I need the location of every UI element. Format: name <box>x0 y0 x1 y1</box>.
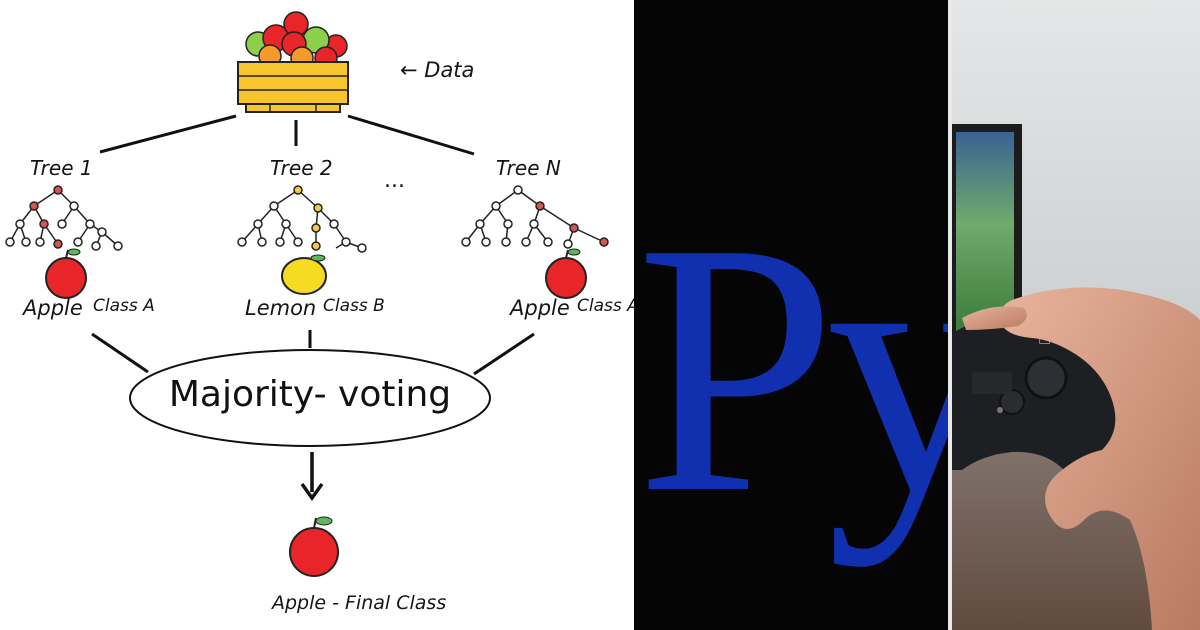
tree-n-label: Tree N <box>496 156 561 180</box>
tree-1-label: Tree 1 <box>30 156 93 180</box>
fruit-crate-icon <box>237 11 349 113</box>
tree-1-graph <box>5 185 123 251</box>
python-logo-panel: Py <box>634 0 948 630</box>
connector-line <box>347 114 475 156</box>
random-forest-diagram: ← Data Tree 1 Tree 2 Tree N ... Apple Cl… <box>5 11 634 614</box>
panel-divider <box>948 0 952 630</box>
arrowhead-icon <box>300 482 324 502</box>
leaf-label: Lemon <box>245 296 317 320</box>
class-label: Class B <box>323 296 385 316</box>
diagram-graphics <box>5 11 609 577</box>
lemon-icon <box>281 254 327 295</box>
apple-icon <box>545 248 587 299</box>
data-label: ← Data <box>400 58 475 82</box>
connector-line <box>91 332 149 374</box>
leaf-label: Apple <box>510 296 570 320</box>
game-controller-photo: ✕ □ <box>952 0 1200 630</box>
tree-2-graph <box>237 185 367 253</box>
photo-illustration: ✕ □ <box>952 0 1200 630</box>
class-label: Class A <box>93 296 155 316</box>
class-label: Class A <box>577 296 634 316</box>
connector-line <box>473 332 535 376</box>
final-class-label: Apple - Final Class <box>272 592 447 614</box>
leaf-label: Apple <box>23 296 83 320</box>
majority-voting-label: Majority- voting <box>168 374 452 415</box>
tree-n-graph <box>461 185 609 249</box>
final-apple-icon <box>289 516 339 577</box>
majority-voting-ellipse <box>129 349 491 447</box>
hand-icon <box>962 287 1200 630</box>
ellipsis: ... <box>384 168 405 193</box>
tree-2-label: Tree 2 <box>270 156 333 180</box>
connector-line <box>99 114 237 154</box>
apple-icon <box>45 248 87 299</box>
tv-icon <box>952 124 1022 344</box>
py-text: Py <box>636 168 948 567</box>
